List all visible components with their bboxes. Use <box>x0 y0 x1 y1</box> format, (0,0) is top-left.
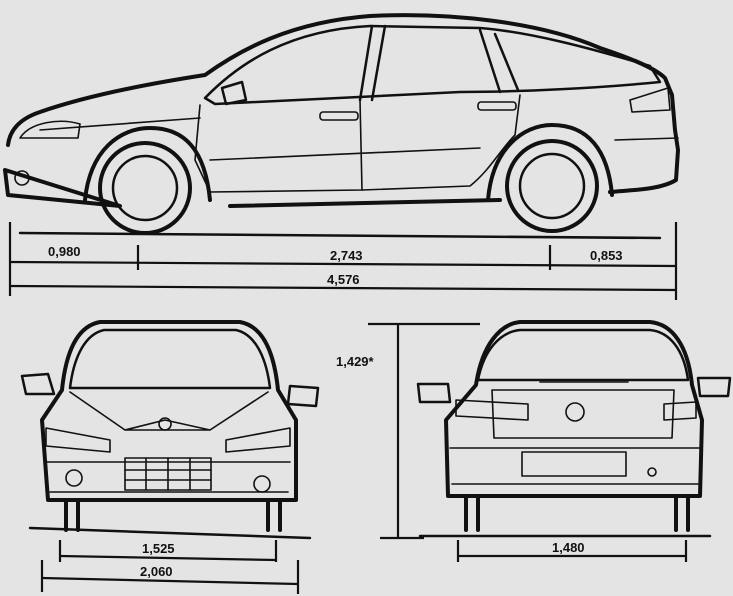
front-overhang-label: 0,980 <box>48 244 81 259</box>
front-ground-line <box>28 526 312 540</box>
side-body-crease <box>39 117 679 161</box>
rear-mirror-right-icon <box>696 376 732 398</box>
front-mirror-left-icon <box>20 372 56 396</box>
side-body-outline <box>3 13 680 208</box>
rear-door-handle <box>477 101 517 111</box>
rear-view <box>416 320 732 538</box>
front-fog-lamp-right <box>253 475 271 493</box>
windshield <box>68 328 272 390</box>
width-dimensions: 1,525 2,060 <box>40 540 300 594</box>
side-rear-door <box>361 94 521 191</box>
rear-body-outline <box>444 320 704 498</box>
rear-tailgate <box>491 389 675 439</box>
overall-width-label: 2,060 <box>140 564 173 579</box>
front-wheel-icon <box>83 126 212 235</box>
rear-taillights <box>455 399 697 421</box>
height-dimension: 1,429* <box>336 322 480 540</box>
front-headlights <box>45 427 291 453</box>
headlight-side <box>19 120 81 139</box>
side-view <box>3 13 680 240</box>
front-bumper <box>45 461 291 493</box>
rear-mirror-left-icon <box>416 382 452 404</box>
overall-length-label: 4,576 <box>327 272 360 287</box>
brand-logo-front <box>158 417 172 431</box>
front-wheels <box>64 498 282 532</box>
front-mirror-right-icon <box>286 384 320 408</box>
side-b-pillar <box>358 24 387 102</box>
front-view <box>20 320 320 540</box>
side-window-frame <box>203 24 662 106</box>
side-c-pillar <box>478 28 520 94</box>
rear-bumper <box>449 447 701 485</box>
side-mirror-icon <box>220 80 248 106</box>
rear-wheels <box>464 494 690 532</box>
license-plate-rear <box>521 451 627 477</box>
rear-window <box>476 328 690 382</box>
height-label: 1,429* <box>336 354 375 369</box>
side-front-door <box>194 99 363 193</box>
grille-bars <box>124 457 212 491</box>
rear-overhang-label: 0,853 <box>590 248 623 263</box>
wheelbase-label: 2,743 <box>330 248 363 263</box>
length-dimensions: 0,980 2,743 0,853 4,576 <box>8 222 678 300</box>
rear-fog-lamp <box>647 467 657 477</box>
brand-logo-rear <box>565 402 585 422</box>
rear-track-dimension: 1,480 <box>456 540 688 562</box>
rear-track-label: 1,480 <box>552 540 585 555</box>
front-track-label: 1,525 <box>142 541 175 556</box>
fog-lamp-side <box>14 170 30 186</box>
front-door-handle <box>319 111 359 121</box>
taillight-side <box>629 87 671 113</box>
side-ground-line <box>18 231 662 240</box>
hood-lines <box>69 391 269 431</box>
front-body-outline <box>40 320 298 502</box>
front-fog-lamp-left <box>65 469 83 487</box>
rear-wheel-icon <box>486 123 614 233</box>
